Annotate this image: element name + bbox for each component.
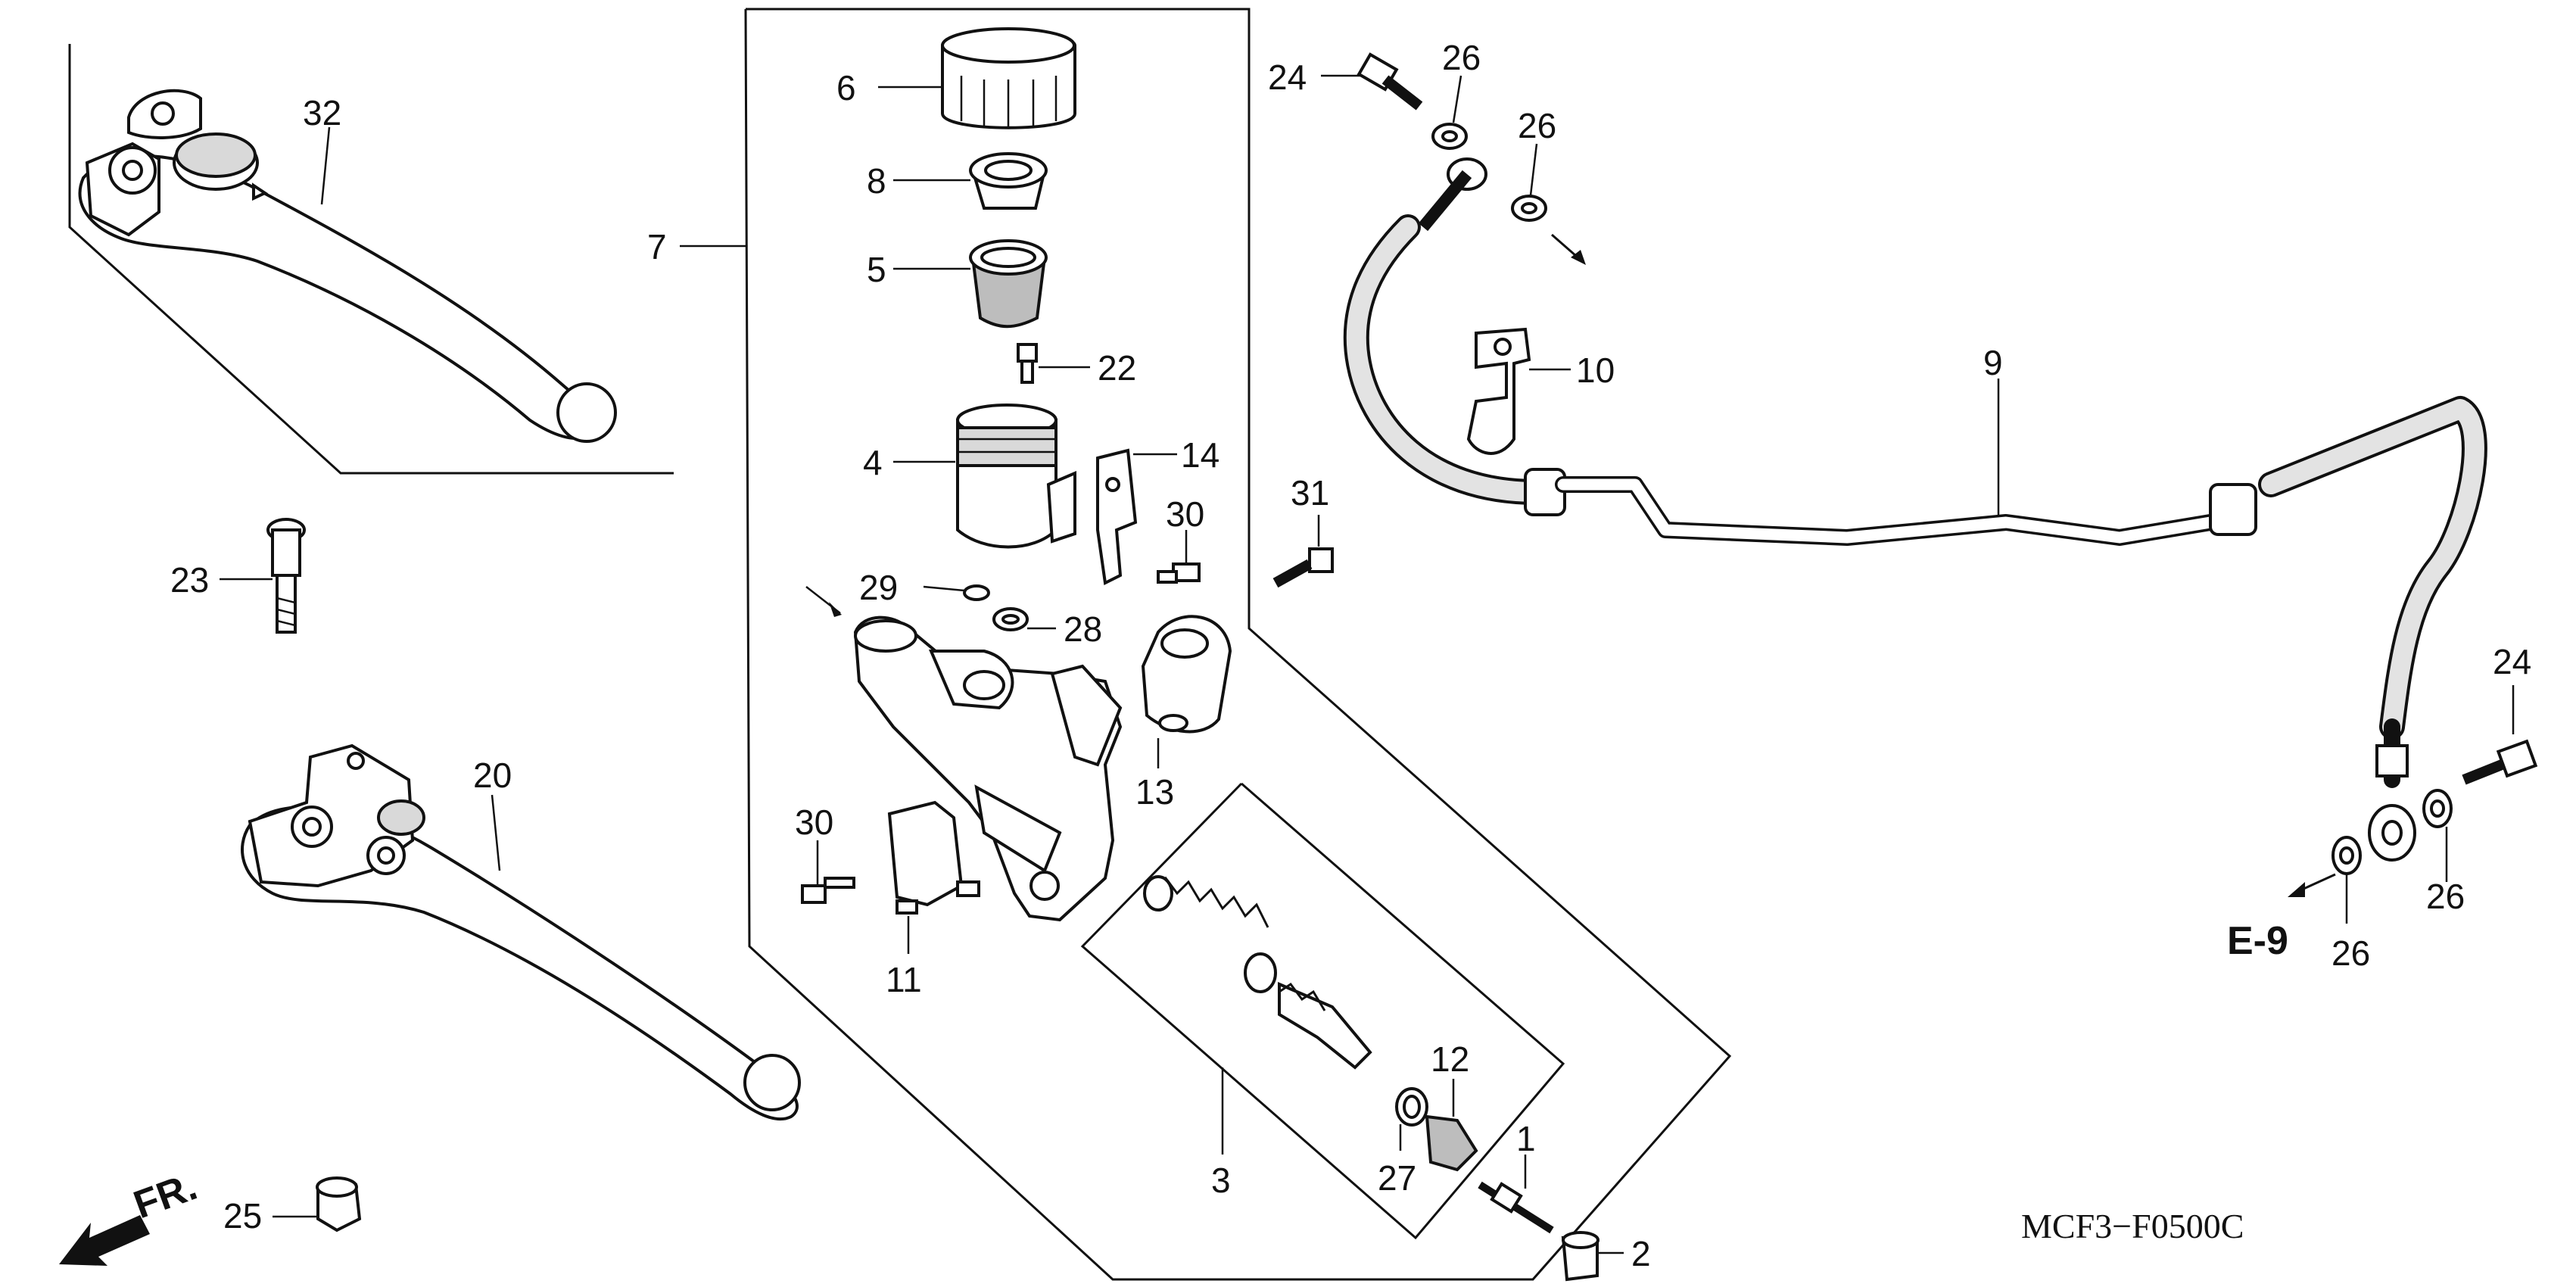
spring-piston	[1143, 875, 1372, 1070]
label-12: 12	[1431, 1039, 1469, 1079]
eye-fitting	[2368, 804, 2416, 862]
master-cylinder-body	[805, 586, 1123, 922]
boot-2	[1561, 1231, 1624, 1282]
label-28: 28	[1064, 609, 1102, 649]
label-3: 3	[1211, 1161, 1231, 1200]
piston-box-3	[1080, 782, 1565, 1240]
label-26-b: 26	[1518, 106, 1556, 145]
bolt-24-upper	[1321, 52, 1423, 111]
bracket-14	[1096, 448, 1177, 586]
arrow-lower	[2288, 873, 2336, 897]
label-30-lower: 30	[795, 802, 833, 842]
label-1: 1	[1516, 1119, 1536, 1158]
lever-20	[241, 743, 801, 1121]
label-24-upper: 24	[1268, 58, 1307, 97]
switch-11	[887, 800, 980, 954]
screw-30-upper	[1157, 530, 1201, 584]
cup-12	[1425, 1079, 1478, 1172]
diaphragm-5	[893, 239, 1048, 329]
front-arrow	[59, 1215, 150, 1266]
label-32: 32	[303, 93, 341, 132]
reference-label: E-9	[2227, 919, 2288, 963]
label-23: 23	[170, 560, 209, 600]
label-29: 29	[859, 568, 898, 607]
label-8: 8	[867, 161, 886, 201]
screw-22	[1017, 343, 1090, 384]
label-6: 6	[836, 68, 856, 108]
oring-29	[923, 584, 990, 601]
label-20: 20	[473, 756, 512, 795]
washer-26-b	[1511, 143, 1547, 222]
label-14: 14	[1181, 435, 1219, 475]
label-25: 25	[223, 1196, 262, 1236]
diagram-code: MCF3−F0500C	[2021, 1207, 2244, 1245]
holder-13	[1141, 615, 1232, 768]
label-26-c: 26	[2426, 877, 2465, 916]
label-26-d: 26	[2331, 933, 2370, 973]
label-7: 7	[647, 227, 667, 266]
reservoir-4	[893, 404, 1076, 549]
front-label: FR.	[128, 1164, 203, 1227]
assembly-box-7	[680, 8, 1732, 1281]
screw-30-lower	[801, 840, 855, 904]
bolt-31	[1272, 515, 1334, 588]
washer-26-c	[2422, 789, 2453, 882]
label-2: 2	[1631, 1234, 1651, 1273]
bolt-24-lower	[2462, 685, 2538, 785]
washer-26-d	[2331, 836, 2362, 924]
label-31: 31	[1291, 473, 1329, 513]
circlip-27	[1395, 1087, 1428, 1151]
lever-32	[68, 44, 674, 475]
bolt-23	[220, 518, 306, 634]
washer-26-a	[1431, 75, 1468, 150]
label-24-lower: 24	[2493, 642, 2531, 681]
label-30-upper: 30	[1166, 494, 1204, 534]
label-22: 22	[1098, 348, 1136, 388]
cap-6	[878, 27, 1076, 129]
label-10: 10	[1576, 351, 1615, 390]
push-rod-1	[1478, 1155, 1554, 1234]
washer-28	[992, 607, 1056, 631]
label-5: 5	[867, 250, 886, 289]
part-labels: 32 23 20 25 7 6 8 5 22 4 14 30 29 28 13 …	[128, 38, 2531, 1273]
label-4: 4	[863, 443, 883, 482]
label-27: 27	[1378, 1158, 1416, 1198]
label-9: 9	[1983, 343, 2003, 382]
label-13: 13	[1135, 772, 1174, 812]
nut-25	[273, 1176, 362, 1232]
plate-8	[893, 152, 1048, 210]
clamp-10	[1466, 327, 1571, 455]
brake-hose-9	[1343, 157, 2487, 788]
label-26-a: 26	[1442, 38, 1481, 77]
label-11: 11	[886, 960, 922, 999]
arrow-upper	[1551, 233, 1586, 265]
